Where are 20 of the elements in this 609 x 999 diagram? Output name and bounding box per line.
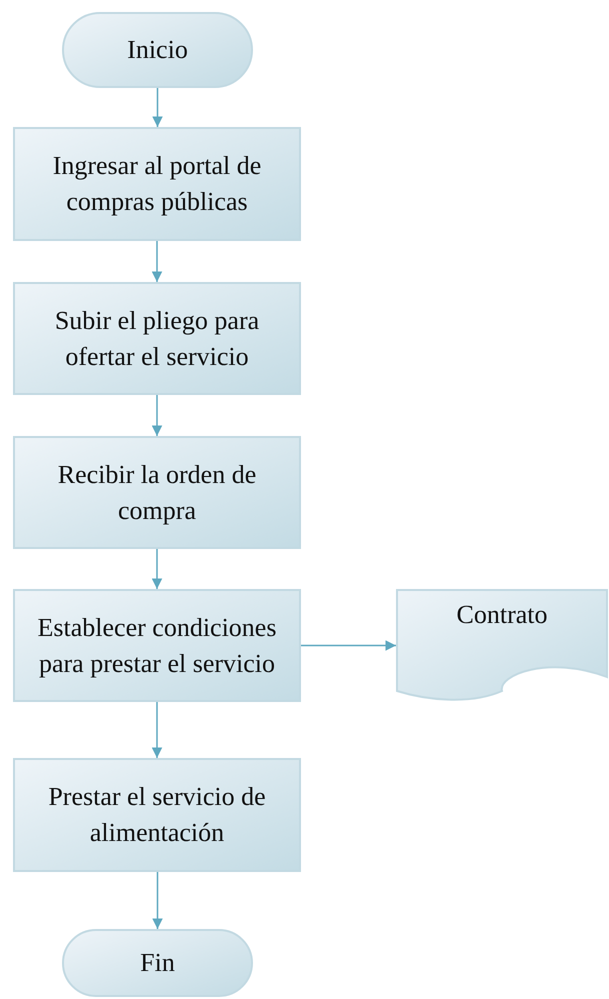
node-label: Subir el pliego para ofertar el servicio	[54, 304, 260, 372]
process-box	[13, 282, 301, 395]
arrow	[152, 872, 163, 929]
process-box	[13, 589, 301, 702]
node-label: Fin	[139, 947, 176, 979]
arrow	[152, 88, 163, 127]
arrow	[152, 549, 162, 589]
arrow	[152, 395, 162, 436]
node-label: Inicio	[126, 34, 189, 66]
node-label: Establecer condiciones para prestar el servicio	[36, 612, 278, 680]
arrow	[152, 241, 162, 282]
arrow	[152, 702, 162, 758]
node-label: Prestar el servicio de alimentación	[47, 781, 267, 849]
arrow	[301, 640, 396, 651]
node-label: Ingresar al portal de compras públicas	[52, 150, 262, 218]
process-box	[13, 758, 301, 872]
process-box	[13, 127, 301, 241]
node-label: Contrato	[456, 599, 548, 631]
node-label: Recibir la orden de compra	[56, 458, 258, 526]
process-box	[13, 436, 301, 549]
